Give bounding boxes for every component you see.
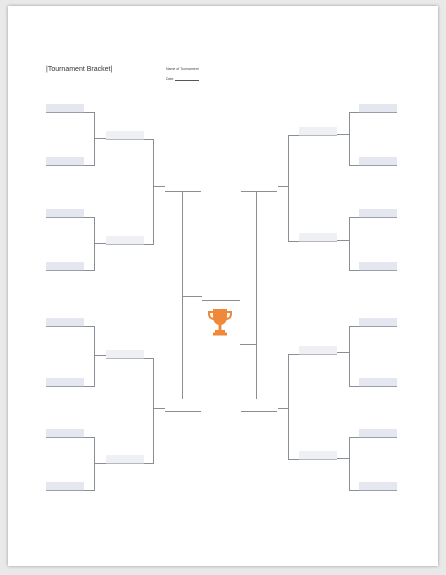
left-r1-slot-7[interactable] (46, 429, 84, 438)
right-r1-connector (349, 326, 350, 387)
left-r1-slot-3[interactable] (46, 209, 84, 218)
left-r1-slot-8[interactable] (46, 482, 84, 491)
date-underline (175, 80, 200, 81)
right-r2-connector (278, 186, 288, 187)
right-r1-slot-1[interactable] (359, 104, 397, 113)
left-r2-slot-2[interactable] (106, 236, 144, 245)
left-r1-connector (94, 138, 106, 139)
right-r1-connector (337, 458, 349, 459)
left-r1-connector (84, 270, 94, 271)
left-r2-connector (144, 463, 153, 464)
left-r3-slot-1[interactable] (165, 184, 201, 192)
bracket-title: |Tournament Bracket| (46, 66, 113, 73)
left-r2-connector (144, 358, 153, 359)
left-r3-connector (182, 192, 183, 399)
right-r3-slot-2[interactable] (241, 404, 277, 412)
left-r2-connector (144, 139, 153, 140)
left-r2-slot-3[interactable] (106, 350, 144, 359)
right-r1-slot-5[interactable] (359, 318, 397, 327)
right-r1-connector (349, 490, 359, 491)
left-r1-connector (84, 437, 94, 438)
left-r1-connector (84, 217, 94, 218)
left-r3-slot-2[interactable] (165, 404, 201, 412)
tournament-date-label: Date (166, 77, 174, 81)
right-r3-connector (256, 192, 257, 399)
right-r1-connector (349, 217, 359, 218)
left-r1-connector (94, 437, 95, 491)
right-r2-connector (288, 354, 299, 355)
left-r1-connector (94, 112, 95, 166)
right-r1-slot-4[interactable] (359, 262, 397, 271)
left-r2-connector (153, 408, 165, 409)
right-r2-slot-2[interactable] (299, 233, 337, 242)
right-r1-connector (349, 112, 350, 166)
right-r1-connector (349, 270, 359, 271)
right-r2-connector (278, 408, 288, 409)
right-r1-connector (349, 386, 359, 387)
bracket-page (8, 6, 438, 566)
right-r1-slot-7[interactable] (359, 429, 397, 438)
left-r1-slot-2[interactable] (46, 157, 84, 166)
right-r1-slot-6[interactable] (359, 378, 397, 387)
left-r1-connector (84, 112, 94, 113)
tournament-date-field: Date (166, 77, 200, 81)
tournament-name-label: Name of Tournament (166, 67, 199, 71)
right-r1-connector (337, 134, 349, 135)
left-r1-slot-6[interactable] (46, 378, 84, 387)
right-r1-slot-2[interactable] (359, 157, 397, 166)
right-r2-connector (288, 135, 289, 242)
right-r1-connector (349, 326, 359, 327)
left-r1-connector (84, 386, 94, 387)
right-r1-connector (349, 165, 359, 166)
right-r2-slot-1[interactable] (299, 127, 337, 136)
left-r1-connector (84, 165, 94, 166)
left-r1-slot-5[interactable] (46, 318, 84, 327)
right-r2-connector (288, 459, 299, 460)
right-r1-connector (349, 217, 350, 271)
right-r1-connector (349, 112, 359, 113)
right-r2-connector (288, 135, 299, 136)
right-r1-connector (337, 352, 349, 353)
champion-slot[interactable] (202, 293, 240, 301)
left-r1-slot-1[interactable] (46, 104, 84, 113)
left-r1-connector (94, 463, 106, 464)
right-r1-connector (349, 437, 359, 438)
left-r2-slot-4[interactable] (106, 455, 144, 464)
left-r3-connector (182, 296, 202, 297)
right-r2-connector (288, 241, 299, 242)
trophy-icon (205, 306, 235, 338)
left-r1-connector (94, 355, 106, 356)
right-r2-connector (288, 354, 289, 460)
left-r1-slot-4[interactable] (46, 262, 84, 271)
left-r2-connector (153, 186, 165, 187)
left-r1-connector (84, 326, 94, 327)
left-r1-connector (84, 490, 94, 491)
left-r2-connector (153, 358, 154, 464)
left-r1-connector (94, 243, 106, 244)
right-r1-connector (337, 240, 349, 241)
left-r2-connector (153, 139, 154, 245)
right-r1-connector (349, 437, 350, 491)
right-r2-slot-4[interactable] (299, 451, 337, 460)
right-r3-slot-1[interactable] (241, 184, 277, 192)
right-r1-slot-8[interactable] (359, 482, 397, 491)
left-r1-connector (94, 217, 95, 271)
left-r2-slot-1[interactable] (106, 131, 144, 140)
right-r2-slot-3[interactable] (299, 346, 337, 355)
left-r1-connector (94, 326, 95, 387)
right-r1-slot-3[interactable] (359, 209, 397, 218)
left-r2-connector (144, 244, 153, 245)
right-r3-connector (240, 344, 257, 345)
